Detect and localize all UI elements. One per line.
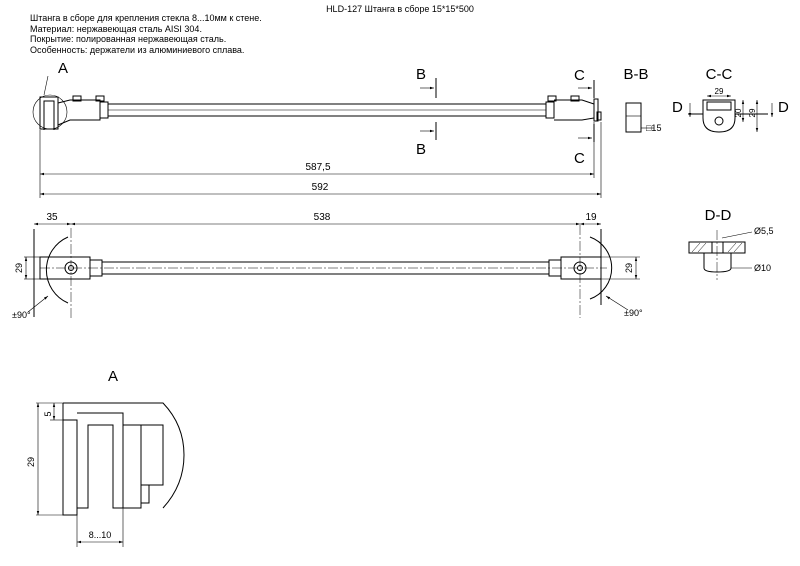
note-line: Покрытие: полированная нержавеющая сталь…	[30, 34, 227, 44]
cc-label-d-left: D	[672, 99, 683, 116]
cc-slot	[706, 101, 732, 111]
section-c-label-bottom: C	[574, 150, 585, 167]
section-bb-view: B-B □15	[623, 66, 661, 133]
dd-bore	[711, 241, 724, 254]
pivot-arc-right	[589, 236, 613, 300]
view-dd-title: D-D	[705, 207, 732, 224]
section-b-label-top: B	[416, 66, 426, 83]
angle-text-right: ±90°	[624, 308, 643, 318]
section-dd-view: D-D Ø5,5 Ø10	[688, 207, 774, 280]
dim-text-a-29: 29	[26, 457, 36, 467]
bb-size: □15	[646, 123, 661, 133]
angle-text-left: ±90°	[12, 310, 31, 320]
detail-a-wall-plate	[62, 419, 78, 516]
section-b-label-bottom: B	[416, 141, 426, 158]
dd-leader-55	[721, 231, 753, 239]
dim-text-538: 538	[314, 212, 331, 223]
dd-dim-55: Ø5,5	[754, 226, 774, 236]
dim-text-19: 19	[585, 212, 597, 223]
dim-text-29-left: 29	[14, 263, 24, 273]
angle-leader-right	[605, 295, 629, 311]
cc-dim-29-top-text: 29	[715, 87, 724, 96]
dim-text-29-right: 29	[624, 263, 634, 273]
cc-label-d-right: D	[778, 99, 789, 116]
note-line: Особенность: держатели из алюминиевого с…	[30, 44, 245, 55]
glass-plate-right	[593, 98, 599, 122]
screw-right	[547, 95, 557, 102]
section-c-label-top: C	[574, 67, 585, 84]
dim-text-a-5: 5	[43, 411, 53, 416]
cc-dim-20-text: 20	[734, 108, 743, 117]
bb-profile	[625, 102, 642, 133]
note-line: Материал: нержавеющая сталь AISI 304.	[30, 23, 202, 34]
front-view: A B B C C 587,5 59	[32, 60, 602, 198]
pivot-arc-left	[45, 236, 69, 304]
dd-boss	[703, 253, 732, 273]
wall-bracket-left	[39, 96, 59, 130]
cc-dim-29-side-text: 29	[748, 108, 757, 117]
view-cc-title: C-C	[706, 66, 733, 83]
cc-body	[702, 99, 736, 133]
top-view: 35 538 19 29 29 ±90° ±90°	[12, 212, 643, 320]
glass-clamp-slot	[43, 100, 55, 130]
note-line: Штанга в сборе для крепления стекла 8...…	[30, 13, 262, 23]
detail-a-screw	[140, 484, 150, 504]
section-cc-view: C-C 29 20 29 D D	[672, 66, 789, 133]
detail-a-knob	[140, 424, 164, 486]
dd-hatch	[691, 242, 701, 253]
detail-a-label: A	[58, 60, 68, 77]
dd-hatch	[697, 242, 707, 253]
detail-a-view: A 5 29 8...10	[26, 368, 185, 547]
angle-leader-left	[27, 295, 49, 313]
drawing-title: HLD-127 Штанга в сборе 15*15*500	[326, 4, 474, 14]
sleeve-left	[99, 101, 109, 119]
screw-right-2	[570, 95, 580, 102]
drawing-notes: Штанга в сборе для крепления стекла 8...…	[30, 13, 262, 55]
detail-a-body	[122, 424, 142, 509]
glass-pad-right	[596, 111, 602, 121]
dd-hatch	[727, 242, 737, 253]
screw-left	[72, 95, 82, 102]
connector-right	[554, 99, 595, 121]
dim-text-35: 35	[46, 212, 58, 223]
dim-text-587: 587,5	[305, 162, 330, 173]
dim-text-592: 592	[312, 182, 329, 193]
cc-hole	[714, 116, 724, 126]
detail-a-circle	[32, 94, 68, 130]
dd-hatch	[733, 242, 743, 253]
dim-text-a-8-10: 8...10	[89, 530, 112, 540]
view-bb-title: B-B	[623, 66, 648, 83]
dd-dim-10: Ø10	[754, 263, 771, 273]
sleeve-right	[545, 101, 555, 119]
detail-a-title: A	[108, 368, 118, 385]
detail-a-leader	[43, 75, 49, 96]
screw-left-2	[95, 95, 105, 102]
detail-a-clamp	[77, 412, 124, 509]
